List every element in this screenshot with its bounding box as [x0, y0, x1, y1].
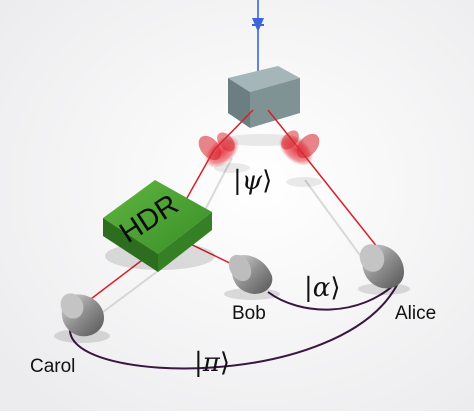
crystal-block — [220, 66, 304, 146]
state-alpha-symbol: α — [312, 273, 331, 303]
detector-carol — [54, 293, 110, 343]
entanglement-links — [69, 281, 398, 370]
alice-label: Alice — [395, 303, 437, 324]
photon-pulse-right — [278, 130, 322, 187]
state-psi-ket: |ψ⟩ — [233, 166, 273, 196]
state-pi-ket: |π⟩ — [194, 348, 231, 378]
state-psi-symbol: ψ — [241, 166, 263, 196]
photon-pulse-left — [198, 132, 250, 173]
state-alpha-ket: |α⟩ — [304, 273, 341, 303]
detector-bob — [224, 254, 280, 300]
carol-label: Carol — [30, 356, 76, 377]
bob-label: Bob — [232, 303, 266, 324]
detector-alice — [358, 244, 410, 295]
hdr-module — [103, 180, 215, 272]
pump-beam — [252, 0, 264, 78]
state-pi-symbol: π — [202, 348, 220, 378]
